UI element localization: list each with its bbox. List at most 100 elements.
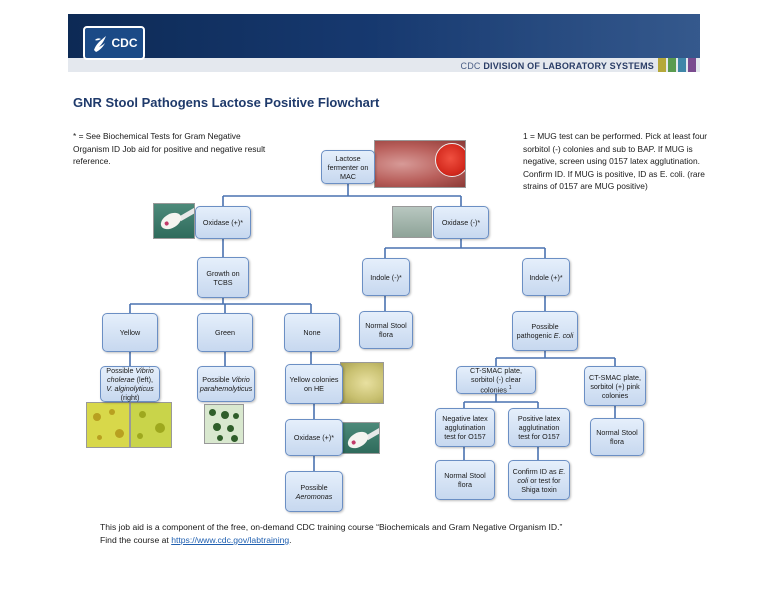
stripe-olive (658, 58, 666, 72)
node-lactose-fermenter: Lactose fermenter on MAC (321, 150, 375, 184)
node-yellow: Yellow (102, 313, 158, 352)
note-right: 1 = MUG test can be performed. Pick at l… (523, 131, 708, 192)
text-part: or test for Shiga toxin (521, 475, 561, 494)
text-italic: V. alginolyticus (106, 384, 154, 393)
vibrio-alginolyticus-photo (130, 402, 172, 448)
node-label: CT-SMAC plate, sorbitol (-) clear coloni… (460, 366, 532, 394)
node-normal-stool-flora-1: Normal Stool flora (359, 311, 413, 349)
node-label: Yellow (119, 328, 141, 337)
banner-bottom-band (68, 58, 700, 72)
footer: This job aid is a component of the free,… (100, 521, 562, 547)
node-oxidase-positive: Oxidase (+)* (195, 206, 251, 239)
node-label: Normal Stool flora (444, 471, 486, 489)
swab-photo-oxidase-pos (153, 203, 195, 239)
node-green: Green (197, 313, 253, 352)
node-label: Growth on TCBS (206, 268, 240, 287)
footer-line-2: Find the course at https://www.cdc.gov/l… (100, 534, 562, 547)
stripe-green (668, 58, 676, 72)
colony (97, 435, 102, 440)
node-normal-stool-flora-4: Normal Stool flora (590, 418, 644, 456)
node-label: Lactose fermenter on MAC (327, 153, 369, 181)
text-part: CT-SMAC plate, sorbitol (-) clear coloni… (470, 365, 522, 395)
footer-suffix: . (289, 535, 292, 545)
text-part: Possible pathogenic (516, 322, 559, 340)
colony (109, 409, 115, 415)
swab-photo-oxidase-neg (392, 206, 432, 238)
node-ctsmac-sorbitol-negative: CT-SMAC plate, sorbitol (-) clear coloni… (456, 366, 536, 394)
page-title: GNR Stool Pathogens Lactose Positive Flo… (73, 95, 380, 110)
logo-text: CDC (111, 36, 138, 50)
node-label: CT-SMAC plate, sorbitol (+) pink colonie… (589, 372, 641, 400)
text-part: (left), (134, 375, 153, 384)
node-normal-stool-flora-2: Normal Stool flora (435, 460, 495, 500)
colony (213, 423, 221, 431)
banner-sheen (370, 14, 700, 58)
text-part: Possible (106, 366, 136, 375)
node-label: Indole (+)* (529, 272, 563, 282)
node-possible-vibrio-parahemolyticus: Possible Vibrio parahemolyticus (197, 366, 255, 402)
text-italic: E. coli (517, 466, 566, 485)
node-label: Normal Stool flora (365, 321, 407, 339)
colony (227, 425, 234, 432)
node-label: Green (215, 328, 235, 337)
swab-photo-oxidase-pos-2 (340, 422, 380, 454)
eagle-icon (93, 36, 106, 52)
text-italic: Aeromonas (295, 491, 333, 501)
node-label: None (303, 328, 321, 337)
node-label: Oxidase (+)* (293, 433, 335, 442)
mac-agar-photo (374, 140, 466, 188)
footer-line-1: This job aid is a component of the free,… (100, 522, 563, 532)
colony (217, 435, 223, 441)
note-left: * = See Biochemical Tests for Gram Negat… (73, 131, 266, 167)
text-part: Possible (202, 375, 232, 384)
colony (209, 409, 216, 416)
footer-prefix: Find the course at (100, 535, 172, 545)
node-label: Negative latex agglutination test for O1… (442, 414, 488, 441)
swab-tip (344, 428, 372, 452)
swab-tip (157, 209, 185, 233)
node-indole-negative: Indole (-)* (362, 258, 410, 296)
stripe-blue (678, 58, 686, 72)
text-italic: E. coli (553, 331, 574, 340)
colony (155, 423, 165, 433)
colony (93, 413, 101, 421)
cdc-logo[interactable]: CDC (83, 26, 145, 60)
node-oxidase-negative: Oxidase (-)* (433, 206, 489, 239)
text-part: (right) (120, 393, 140, 402)
colony (115, 429, 124, 438)
text-part: Possible (300, 482, 328, 492)
text-italic: Vibrio parahemolyticus (199, 375, 253, 393)
colony (221, 411, 229, 419)
node-label: Oxidase (-)* (441, 218, 481, 227)
division-label: CDC DIVISION OF LABORATORY SYSTEMS (461, 61, 655, 71)
node-label: Possible Aeromonas (289, 483, 339, 501)
division-text: DIVISION OF LABORATORY SYSTEMS (483, 61, 654, 71)
node-label: Possible pathogenic E. coli (516, 322, 574, 340)
node-indole-positive: Indole (+)* (522, 258, 570, 296)
node-growth-tcbs: Growth on TCBS (197, 257, 249, 298)
node-none: None (284, 313, 340, 352)
header-banner: CDC DIVISION OF LABORATORY SYSTEMS (68, 14, 700, 72)
color-stripes (656, 58, 696, 72)
division-prefix: CDC (460, 61, 481, 71)
node-label: Oxidase (+)* (202, 218, 244, 227)
superscript: 1 (508, 384, 512, 391)
node-confirm-ecoli: Confirm ID as E. coli or test for Shiga … (508, 460, 570, 500)
colony (137, 433, 143, 439)
node-label: Possible Vibrio parahemolyticus (200, 375, 252, 393)
node-label: Possible Vibrio cholerae (left), V. algi… (104, 366, 156, 402)
node-yellow-colonies-he: Yellow colonies on HE (285, 364, 343, 404)
node-negative-latex: Negative latex agglutination test for O1… (435, 408, 495, 447)
vibrio-parahemolyticus-photo (204, 404, 244, 444)
node-possible-pathogenic-ecoli: Possible pathogenic E. coli (512, 311, 578, 351)
node-possible-vibrio-cholerae: Possible Vibrio cholerae (left), V. algi… (100, 366, 160, 402)
agar-dish (435, 143, 465, 177)
stripe-purple (688, 58, 696, 72)
training-link[interactable]: https://www.cdc.gov/labtraining (171, 535, 290, 545)
node-label: Normal Stool flora (596, 428, 638, 446)
node-possible-aeromonas: Possible Aeromonas (285, 471, 343, 512)
node-label: Yellow colonies on HE (289, 375, 339, 393)
vibrio-cholerae-photo (86, 402, 130, 448)
text-part: Confirm ID as (512, 466, 559, 476)
